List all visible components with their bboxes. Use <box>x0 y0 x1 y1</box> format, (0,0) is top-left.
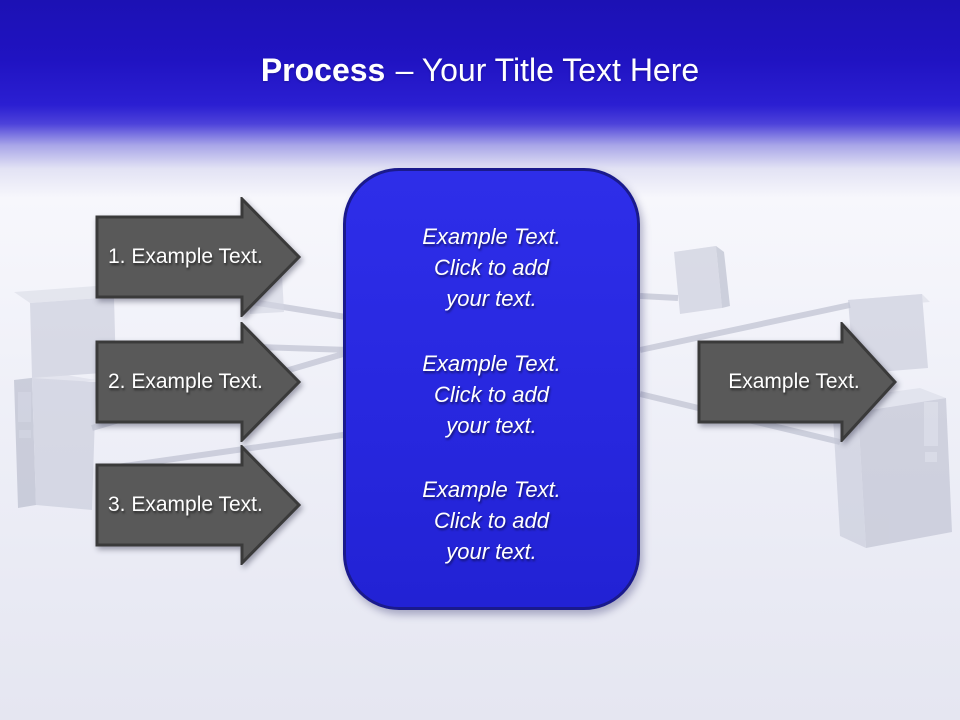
computer-tower-right-tall-icon <box>832 388 952 548</box>
step-arrow-1[interactable]: 1. Example Text. <box>95 197 301 317</box>
slide-title-emphasis: Process <box>260 52 386 88</box>
text-line: Example Text. <box>422 477 561 502</box>
computer-tower-left-cube-icon <box>14 286 116 378</box>
slide-title-rest: – Your Title Text Here <box>395 52 700 88</box>
step-arrow-3[interactable]: 3. Example Text. <box>95 445 301 565</box>
arrow-shape <box>697 322 897 442</box>
arrow-shape <box>95 445 301 565</box>
arrow-shape <box>95 197 301 317</box>
text-line: your text. <box>446 412 537 438</box>
output-arrow[interactable]: Example Text. <box>697 322 897 442</box>
text-line: your text. <box>446 286 537 311</box>
slide-title: Process– Your Title Text Here <box>0 52 960 89</box>
text-line: Click to add <box>434 381 549 407</box>
text-line: Click to add <box>434 508 549 533</box>
example-text-block-1[interactable]: Example Text. Click to add your text. <box>368 221 615 314</box>
text-line: Click to add <box>434 255 549 280</box>
example-text-block-3[interactable]: Example Text. Click to add your text. <box>368 474 615 567</box>
text-line: your text. <box>446 539 537 564</box>
example-text-block-2[interactable]: Example Text. Click to add your text. <box>368 348 615 441</box>
text-line: Example Text. <box>422 350 561 376</box>
arrow-shape <box>95 322 301 442</box>
center-text-panel[interactable]: Example Text. Click to add your text. Ex… <box>343 168 640 610</box>
computer-tower-left-tall-icon <box>14 374 96 510</box>
computer-tower-right-small-icon <box>674 246 730 314</box>
text-line: Example Text. <box>422 224 561 249</box>
step-arrow-2[interactable]: 2. Example Text. <box>95 322 301 442</box>
